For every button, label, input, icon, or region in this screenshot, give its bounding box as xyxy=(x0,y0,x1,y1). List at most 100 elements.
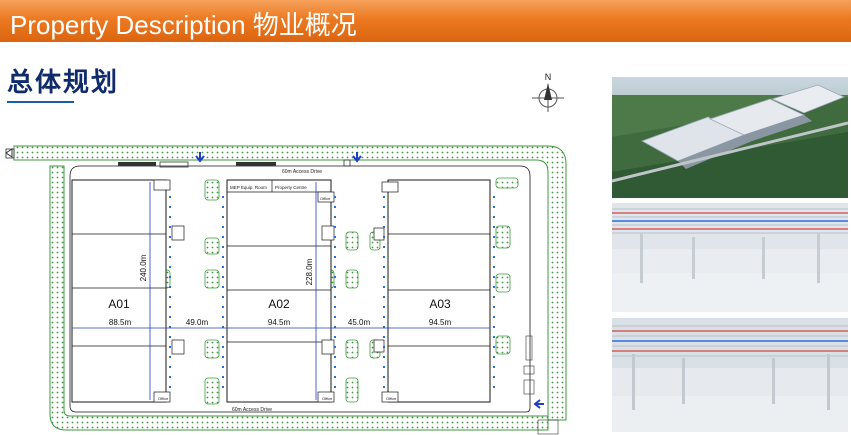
dock-door xyxy=(493,276,495,278)
dock-door xyxy=(169,336,171,338)
dock-door xyxy=(493,256,495,258)
dock-door xyxy=(334,256,336,258)
dock-door xyxy=(493,286,495,288)
dock-door xyxy=(169,236,171,238)
dock-door xyxy=(169,206,171,208)
road-label-top: 60m Access Drive xyxy=(282,169,322,175)
dock-door xyxy=(169,276,171,278)
dock-door xyxy=(169,376,171,378)
dock-door xyxy=(493,346,495,348)
dock-door xyxy=(493,326,495,328)
dock-door xyxy=(493,296,495,298)
page-title: Property Description 物业概况 xyxy=(10,10,357,40)
dock-door xyxy=(222,226,224,228)
dock-door xyxy=(169,226,171,228)
dock-door xyxy=(222,306,224,308)
dock-door xyxy=(383,286,385,288)
dock-door xyxy=(383,246,385,248)
dock-door xyxy=(334,306,336,308)
depth-label: 228.0m xyxy=(305,258,314,285)
gap-label: 45.0m xyxy=(348,318,371,327)
dock-door xyxy=(169,196,171,198)
header-banner: Property Description 物业概况 xyxy=(0,0,851,42)
dock-door xyxy=(334,236,336,238)
building-name: A03 xyxy=(429,297,451,311)
dock-door xyxy=(383,196,385,198)
dock-door xyxy=(222,286,224,288)
dock-door xyxy=(493,236,495,238)
dock-door xyxy=(222,256,224,258)
building-name: A01 xyxy=(108,297,130,311)
dock-door xyxy=(493,376,495,378)
dock-door xyxy=(493,226,495,228)
dock-door xyxy=(493,216,495,218)
office-label: Office xyxy=(386,396,397,401)
office-label: Office xyxy=(322,396,333,401)
dock-door xyxy=(383,346,385,348)
dock-door xyxy=(334,276,336,278)
dock-door xyxy=(222,356,224,358)
building-a02 xyxy=(226,179,332,403)
dock-door xyxy=(169,346,171,348)
road-label-bottom: 60m Access Drive xyxy=(232,407,272,413)
dock-door xyxy=(334,316,336,318)
dock-door xyxy=(169,266,171,268)
dock-door xyxy=(383,376,385,378)
dock-door xyxy=(334,196,336,198)
dock-door xyxy=(383,316,385,318)
office-label: Office xyxy=(158,396,169,401)
site-plan: N 60m Access Drive 60m Access Drive xyxy=(5,72,567,435)
entry-arrow-icon xyxy=(195,152,544,409)
dock-door xyxy=(222,296,224,298)
interior-rendering-image xyxy=(612,318,848,432)
width-label: 94.5m xyxy=(268,318,291,327)
dock-door xyxy=(334,296,336,298)
mep-room-label: MEP Equip. Room xyxy=(230,185,267,190)
aerial-rendering-image xyxy=(612,77,848,198)
dock-door xyxy=(222,206,224,208)
dock-door xyxy=(334,226,336,228)
building-a01 xyxy=(71,179,167,403)
building-a03 xyxy=(387,179,491,403)
dock-door xyxy=(383,356,385,358)
office-label: Office xyxy=(320,196,331,201)
dock-door xyxy=(334,356,336,358)
dock-door xyxy=(169,386,171,388)
dock-door xyxy=(222,196,224,198)
section-underline xyxy=(7,101,74,103)
interior-rendering-image xyxy=(612,203,848,312)
dock-door xyxy=(383,226,385,228)
dock-door xyxy=(383,236,385,238)
dock-door xyxy=(493,206,495,208)
dock-door xyxy=(334,246,336,248)
dock-door xyxy=(383,206,385,208)
dock-door xyxy=(222,246,224,248)
dock-door xyxy=(222,236,224,238)
dock-door xyxy=(383,326,385,328)
dock-door xyxy=(222,346,224,348)
dock-door xyxy=(222,316,224,318)
dock-door xyxy=(222,336,224,338)
dock-door xyxy=(169,316,171,318)
dock-door xyxy=(222,216,224,218)
dock-door xyxy=(493,366,495,368)
dock-door xyxy=(383,366,385,368)
dock-door xyxy=(334,376,336,378)
dock-door xyxy=(334,216,336,218)
dock-door xyxy=(334,386,336,388)
dock-door xyxy=(493,316,495,318)
dock-door xyxy=(222,366,224,368)
dock-door xyxy=(222,386,224,388)
dock-door xyxy=(493,386,495,388)
dock-door xyxy=(383,266,385,268)
dock-door xyxy=(169,356,171,358)
dock-door xyxy=(169,216,171,218)
dock-doors xyxy=(169,196,495,388)
property-centre-label: Property Centre xyxy=(275,185,307,190)
dock-door xyxy=(383,336,385,338)
dock-door xyxy=(383,296,385,298)
dock-door xyxy=(169,296,171,298)
dock-door xyxy=(169,246,171,248)
dock-door xyxy=(222,266,224,268)
dock-door xyxy=(169,256,171,258)
